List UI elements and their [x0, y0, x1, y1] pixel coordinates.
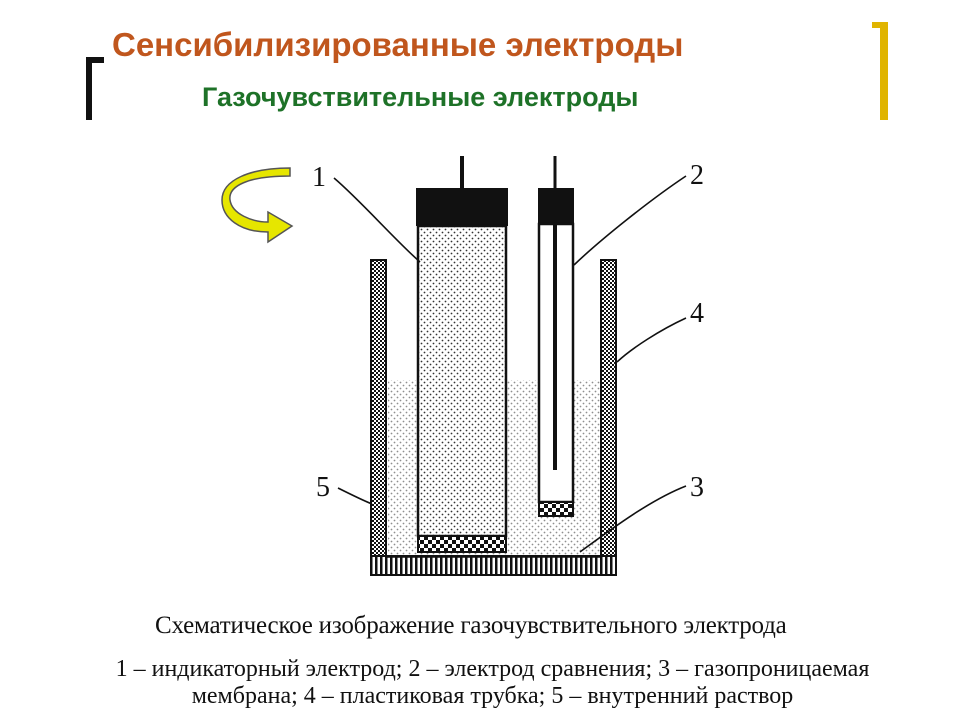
tube-wall-left	[370, 259, 387, 561]
legend-line-2: мембрана; 4 – пластиковая трубка; 5 – вн…	[191, 683, 794, 709]
slide-subtitle: Газочувствительные электроды	[202, 82, 639, 112]
label-4: 4	[690, 298, 704, 329]
left-bracket-icon	[86, 57, 104, 120]
diagram-legend: 1 – индикаторный электрод; 2 – электрод …	[40, 656, 945, 710]
reference-electrode-tip	[538, 501, 574, 517]
reference-electrode-cap	[538, 188, 574, 224]
indicator-electrode-body	[416, 224, 508, 538]
legend-line-1: 1 – индикаторный электрод; 2 – электрод …	[115, 656, 870, 682]
slide-title: Сенсибилизированные электроды	[112, 26, 684, 63]
tube-bottom-wall	[370, 555, 617, 576]
indicator-electrode-cap	[416, 188, 508, 226]
label-3: 3	[690, 472, 704, 503]
tube-wall-right	[600, 259, 617, 561]
label-1: 1	[312, 162, 326, 193]
right-bracket-icon	[872, 22, 888, 120]
diagram-caption: Схематическое изображение газочувствител…	[155, 612, 787, 639]
label-5: 5	[316, 472, 330, 503]
curved-arrow-icon	[221, 167, 294, 244]
label-2: 2	[690, 160, 704, 191]
indicator-electrode-tip	[417, 535, 507, 553]
